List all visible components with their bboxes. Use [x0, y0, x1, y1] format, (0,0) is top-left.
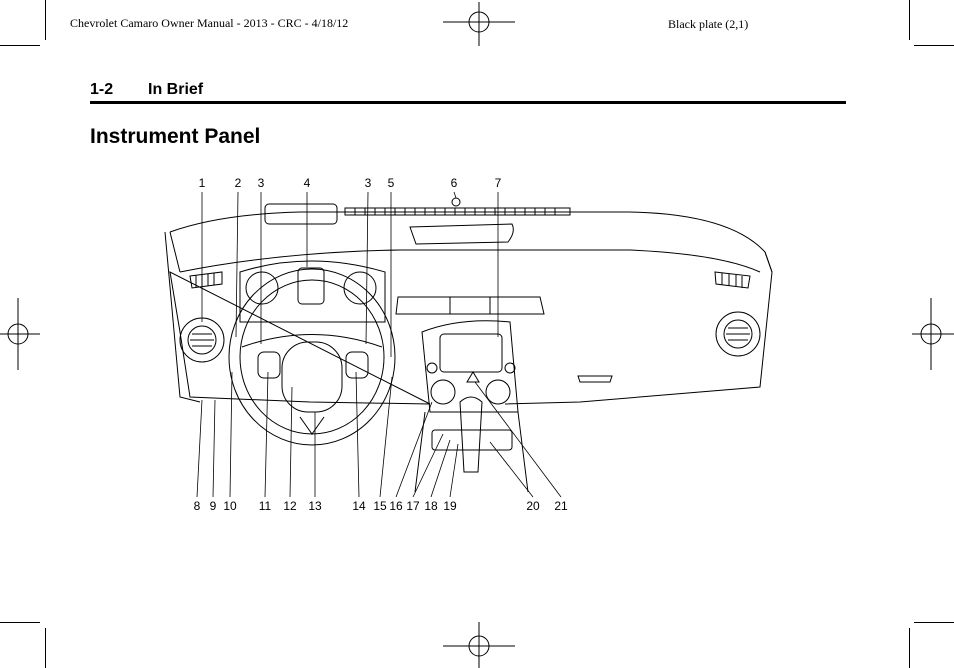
crop-mark: [45, 0, 46, 40]
registration-mark-bottom: [443, 622, 515, 668]
callout-bottom: 18: [424, 499, 438, 513]
callout-bottom: 8: [194, 499, 201, 513]
callout-top: 4: [304, 176, 311, 190]
crop-mark: [914, 622, 954, 623]
crop-mark: [0, 622, 40, 623]
crop-mark: [914, 45, 954, 46]
section-heading: 1-2 In Brief: [90, 81, 203, 99]
plate-label: Black plate (2,1): [668, 17, 749, 31]
callout-bottom: 15: [373, 499, 387, 513]
page-title: Instrument Panel: [90, 125, 261, 148]
callout-bottom: 11: [259, 499, 272, 513]
callout-bottom: 13: [308, 499, 322, 513]
section-rule: [90, 101, 846, 104]
callout-bottom: 19: [443, 499, 457, 513]
callout-bottom: 10: [223, 499, 237, 513]
crop-mark: [0, 45, 40, 46]
registration-mark-left: [0, 298, 40, 370]
callout-bottom: 21: [554, 499, 568, 513]
callout-bottom: 14: [352, 499, 366, 513]
callout-bottom: 16: [389, 499, 403, 513]
registration-mark-top: [443, 2, 515, 46]
callout-bottom: 12: [283, 499, 297, 513]
callout-top: 2: [235, 176, 242, 190]
callout-top: 7: [495, 176, 502, 190]
registration-mark-right: [912, 298, 954, 370]
callout-top: 5: [388, 176, 395, 190]
crop-mark: [909, 628, 910, 668]
callout-top: 1: [199, 176, 206, 190]
crop-mark: [45, 628, 46, 668]
crop-mark: [909, 0, 910, 40]
section-number: 1-2: [90, 81, 114, 98]
callout-top: 6: [451, 176, 458, 190]
callout-bottom: 9: [210, 499, 217, 513]
section-name: In Brief: [148, 81, 204, 98]
callout-bottom: 20: [526, 499, 540, 513]
running-header: Chevrolet Camaro Owner Manual - 2013 - C…: [70, 16, 349, 30]
callout-top: 3: [365, 176, 372, 190]
callout-bottom: 17: [406, 499, 420, 513]
callout-top: 3: [258, 176, 265, 190]
instrument-panel-illustration: 1 2 3 4 3 5 6 7 8 9 10 11 12 13 14 15 16…: [164, 176, 773, 513]
